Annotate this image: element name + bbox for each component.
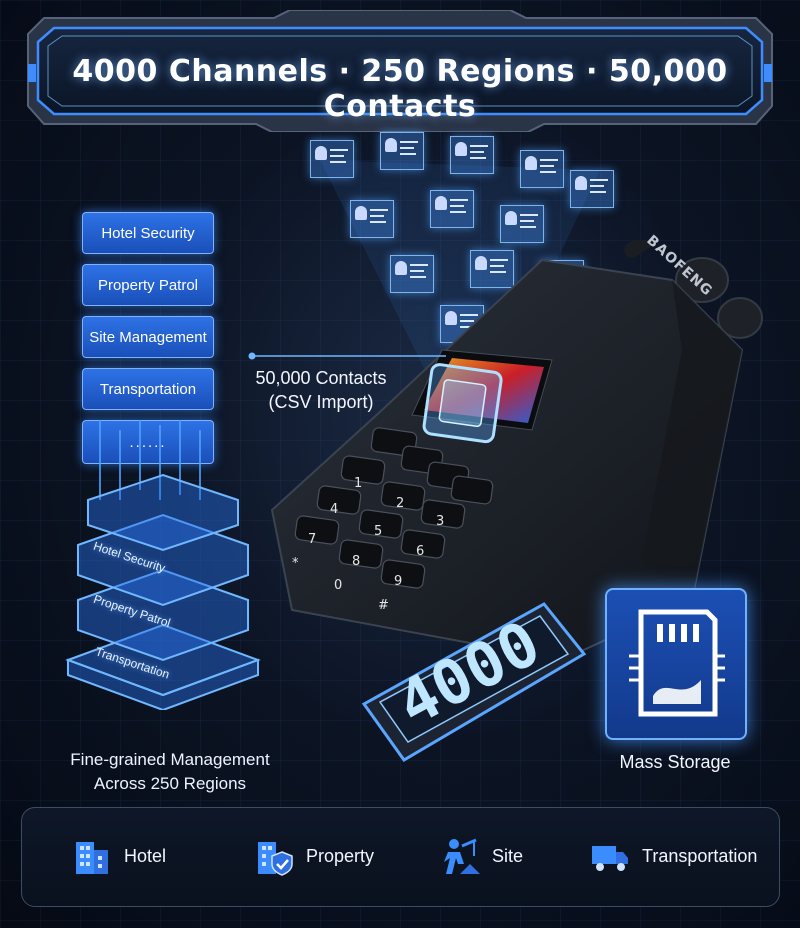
- category-list: Hotel Security Property Patrol Site Mana…: [82, 212, 214, 474]
- region-layer-stack: Hotel Security Property Patrol Transport…: [48, 470, 278, 710]
- contact-card: [520, 150, 564, 188]
- hotel-building-icon: [76, 842, 108, 874]
- header-banner: 4000 Channels · 250 Regions · 50,000 Con…: [24, 10, 776, 132]
- category-site-management: Site Management: [82, 316, 214, 358]
- baofeng-radio: BAOFENG 1 2 3 4 5 6 7 8 9 * 0 #: [262, 232, 782, 680]
- contact-card: [430, 190, 474, 228]
- contacts-pointer-line: [248, 352, 446, 360]
- key-6[interactable]: 6: [416, 544, 425, 559]
- application-transportation-label: Transportation: [642, 845, 758, 866]
- contacts-caption: 50,000 Contacts (CSV Import): [255, 368, 387, 412]
- key-4[interactable]: 4: [330, 502, 339, 517]
- contact-card: [350, 200, 394, 238]
- page-title: 4000 Channels · 250 Regions · 50,000 Con…: [72, 54, 728, 124]
- category-property-patrol: Property Patrol: [82, 264, 214, 306]
- key-hash[interactable]: #: [378, 598, 389, 613]
- mass-storage-tile: [605, 588, 747, 740]
- key-2[interactable]: 2: [396, 496, 405, 511]
- application-site: Site: [440, 836, 523, 876]
- key-3[interactable]: 3: [436, 514, 445, 529]
- contact-card: [500, 205, 544, 243]
- category-more: ......: [82, 420, 214, 464]
- channel-count-display: 4000: [354, 594, 588, 770]
- contact-card: [380, 132, 424, 170]
- key-7[interactable]: 7: [308, 532, 317, 547]
- truck-icon: [592, 846, 628, 871]
- application-hotel-label: Hotel: [124, 845, 167, 866]
- contact-card: [390, 255, 434, 293]
- application-property: Property: [254, 836, 374, 876]
- key-5[interactable]: 5: [374, 524, 383, 539]
- application-site-label: Site: [492, 845, 524, 866]
- storage-caption: Mass Storage: [619, 752, 731, 772]
- application-transportation: Transportation: [590, 836, 757, 876]
- application-hotel: Hotel: [72, 836, 166, 876]
- contact-card: [310, 140, 354, 178]
- application-bar: Hotel Property Site Transportation: [21, 807, 780, 907]
- category-transportation: Transportation: [82, 368, 214, 410]
- contact-card: [450, 136, 494, 174]
- application-property-label: Property: [306, 845, 375, 866]
- region-caption: Fine-grained Management Across 250 Regio…: [70, 750, 270, 793]
- key-star[interactable]: *: [292, 556, 299, 571]
- key-8[interactable]: 8: [352, 554, 361, 569]
- contact-card: [470, 250, 514, 288]
- key-0[interactable]: 0: [334, 578, 343, 593]
- property-shield-icon: [258, 842, 293, 876]
- category-hotel-security: Hotel Security: [82, 212, 214, 254]
- key-9[interactable]: 9: [394, 574, 403, 589]
- contact-card: [570, 170, 614, 208]
- construction-worker-icon: [444, 838, 480, 874]
- sd-card-icon: [629, 609, 725, 717]
- key-1[interactable]: 1: [354, 476, 363, 491]
